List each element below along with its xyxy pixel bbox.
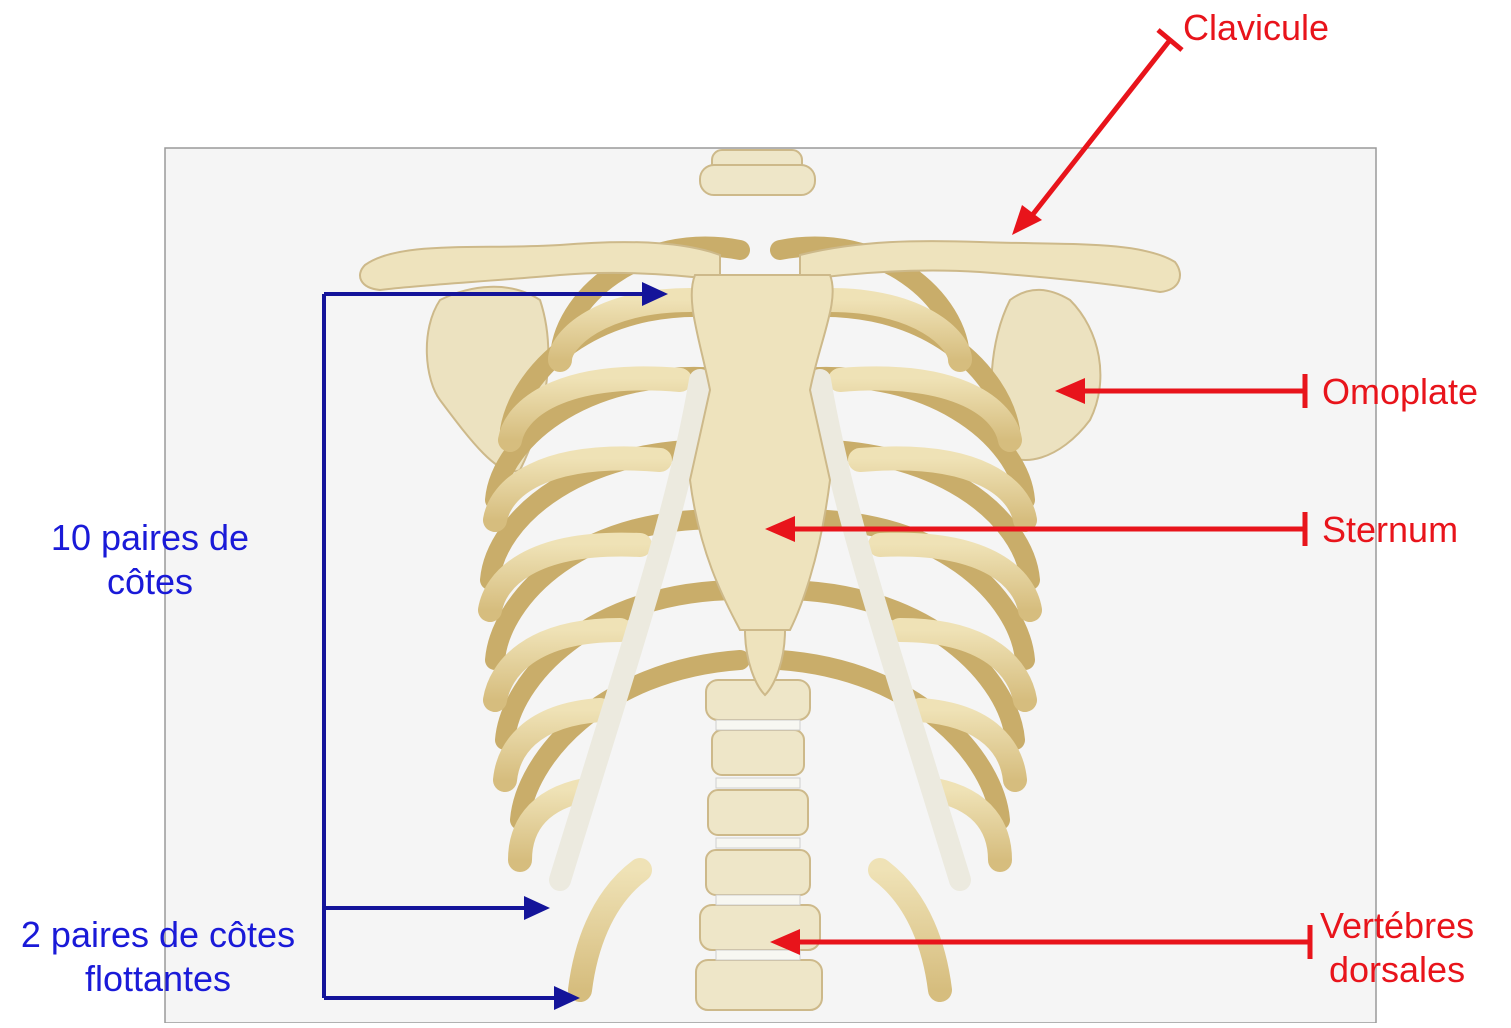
label-sternum: Sternum xyxy=(1322,508,1458,552)
label-10-paires-cotes: 10 paires de côtes xyxy=(40,516,260,604)
label-2-paires-line2: flottantes xyxy=(8,957,308,1001)
label-10-paires-line1: 10 paires de xyxy=(40,516,260,560)
label-10-paires-line2: côtes xyxy=(40,560,260,604)
label-vertebres-dorsales: Vertébres dorsales xyxy=(1320,904,1474,992)
label-omoplate: Omoplate xyxy=(1322,370,1478,414)
label-vertebres-line1: Vertébres xyxy=(1320,904,1474,948)
label-vertebres-line2: dorsales xyxy=(1320,948,1474,992)
label-clavicule: Clavicule xyxy=(1183,6,1329,50)
label-2-paires-cotes-flottantes: 2 paires de côtes flottantes xyxy=(8,913,308,1001)
label-2-paires-line1: 2 paires de côtes xyxy=(8,913,308,957)
